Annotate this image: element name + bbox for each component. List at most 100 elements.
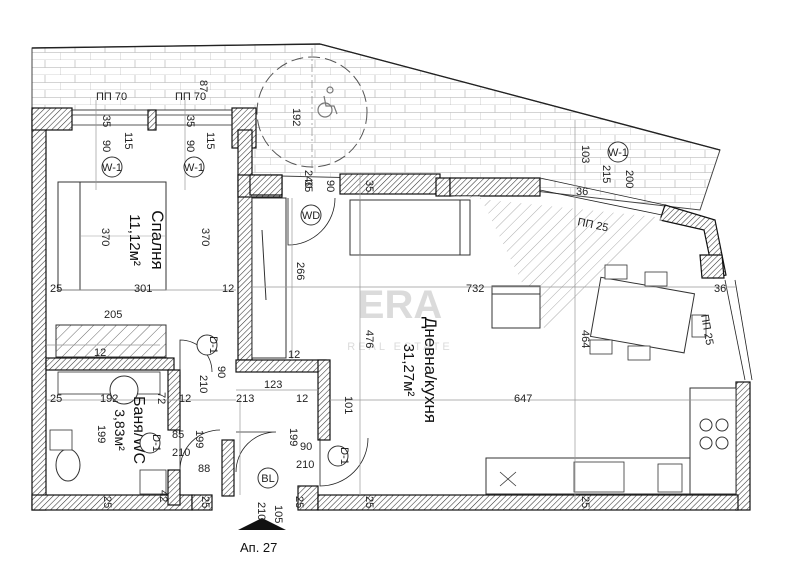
svg-text:90: 90 (215, 366, 227, 378)
watermark-brand: ERA (358, 283, 442, 327)
parapet-label: ПП 25 (698, 313, 715, 346)
svg-text:115: 115 (204, 132, 216, 150)
terrace (31, 43, 721, 211)
bathroom-fixtures (49, 371, 167, 495)
svg-text:105: 105 (272, 505, 284, 523)
svg-text:213: 213 (236, 393, 254, 405)
kitchen (485, 387, 737, 495)
walls (31, 107, 751, 511)
armchair (491, 285, 541, 329)
doors (179, 197, 369, 487)
svg-text:199: 199 (287, 428, 299, 446)
svg-text:W-1: W-1 (608, 147, 628, 159)
svg-text:36: 36 (714, 283, 726, 295)
svg-text:35: 35 (100, 115, 112, 127)
svg-text:266: 266 (294, 262, 306, 280)
svg-text:36: 36 (576, 186, 588, 198)
svg-text:103: 103 (579, 145, 591, 163)
svg-text:210: 210 (296, 459, 314, 471)
svg-text:87: 87 (197, 80, 209, 92)
svg-text:200: 200 (623, 170, 635, 188)
svg-text:192: 192 (290, 108, 302, 126)
dimension-lines (46, 100, 736, 500)
parapet-label: ПП 70 (175, 91, 206, 103)
sofa (349, 199, 471, 256)
room-name: Дневна/кухня (421, 317, 440, 423)
room-living: Дневна/кухня 31,27м² (400, 317, 440, 423)
room-bedroom: Спалня 11,12м² (126, 210, 167, 269)
svg-text:88: 88 (198, 463, 210, 475)
parapet-label: ПП 70 (96, 91, 127, 103)
entrance-arrow (238, 518, 286, 530)
svg-text:72: 72 (155, 392, 167, 404)
windows (72, 114, 753, 381)
dimension-texts: 87 35 115 90 35 115 90 192 240 35 90 35 … (50, 80, 726, 523)
svg-text:370: 370 (199, 228, 211, 246)
svg-text:464: 464 (579, 330, 591, 348)
svg-text:W-1: W-1 (102, 162, 122, 174)
svg-text:240: 240 (302, 170, 314, 188)
marker-w1-a: W-1 (101, 156, 123, 178)
room-bath: Баня/WC 3,83м² (112, 396, 147, 464)
svg-text:90: 90 (300, 441, 312, 453)
watermark: ERA REAL ESTATE (347, 283, 453, 353)
svg-text:370: 370 (99, 228, 111, 246)
svg-text:WD: WD (302, 210, 320, 222)
svg-text:25: 25 (293, 496, 305, 508)
svg-text:199: 199 (95, 425, 107, 443)
marker-w1-c: W-1 (607, 141, 629, 163)
svg-text:210: 210 (172, 447, 190, 459)
svg-text:85: 85 (172, 429, 184, 441)
svg-text:BL: BL (261, 473, 274, 485)
svg-text:25: 25 (579, 496, 591, 508)
room-name: Спалня (148, 210, 167, 269)
svg-text:42: 42 (157, 490, 169, 502)
svg-text:215: 215 (600, 165, 612, 183)
svg-text:25: 25 (363, 496, 375, 508)
marker-d1-c: D-1 (327, 445, 350, 467)
svg-text:25: 25 (199, 496, 211, 508)
wardrobe (55, 324, 167, 358)
svg-text:90: 90 (184, 140, 196, 152)
closet-block (251, 197, 287, 359)
svg-text:25: 25 (50, 393, 62, 405)
bed (57, 181, 167, 291)
svg-text:35: 35 (302, 180, 314, 192)
svg-text:210: 210 (255, 502, 267, 520)
svg-text:12: 12 (179, 393, 191, 405)
svg-text:12: 12 (94, 347, 106, 359)
marker-w1-b: W-1 (183, 156, 205, 178)
living-window-hatch (450, 196, 665, 330)
svg-text:115: 115 (122, 132, 134, 150)
svg-text:732: 732 (466, 283, 484, 295)
marker-d1-a: D-1 (196, 334, 219, 356)
svg-text:D-1: D-1 (338, 447, 350, 465)
apartment-label: Ап. 27 (240, 540, 277, 555)
marker-wd: WD (300, 204, 322, 226)
svg-text:199: 199 (193, 430, 205, 448)
dining-table (589, 264, 707, 361)
svg-text:205: 205 (104, 309, 122, 321)
svg-text:101: 101 (342, 396, 354, 414)
room-area: 3,83м² (112, 409, 128, 451)
svg-text:25: 25 (50, 283, 62, 295)
svg-text:W-1: W-1 (184, 162, 204, 174)
svg-text:301: 301 (134, 283, 152, 295)
svg-text:192: 192 (100, 393, 118, 405)
marker-bl: BL (257, 467, 279, 489)
svg-text:35: 35 (184, 115, 196, 127)
svg-text:476: 476 (363, 330, 375, 348)
svg-text:12: 12 (296, 393, 308, 405)
svg-text:D-1: D-1 (207, 336, 219, 354)
svg-text:12: 12 (222, 283, 234, 295)
svg-text:123: 123 (264, 379, 282, 391)
watermark-sub: REAL ESTATE (347, 341, 453, 353)
svg-text:647: 647 (514, 393, 532, 405)
marker-d1-b: D-1 (139, 432, 162, 454)
accessibility-icon (317, 86, 338, 118)
svg-text:12: 12 (288, 349, 300, 361)
svg-text:210: 210 (197, 375, 209, 393)
room-area: 31,27м² (400, 344, 417, 397)
room-area: 11,12м² (126, 214, 143, 266)
